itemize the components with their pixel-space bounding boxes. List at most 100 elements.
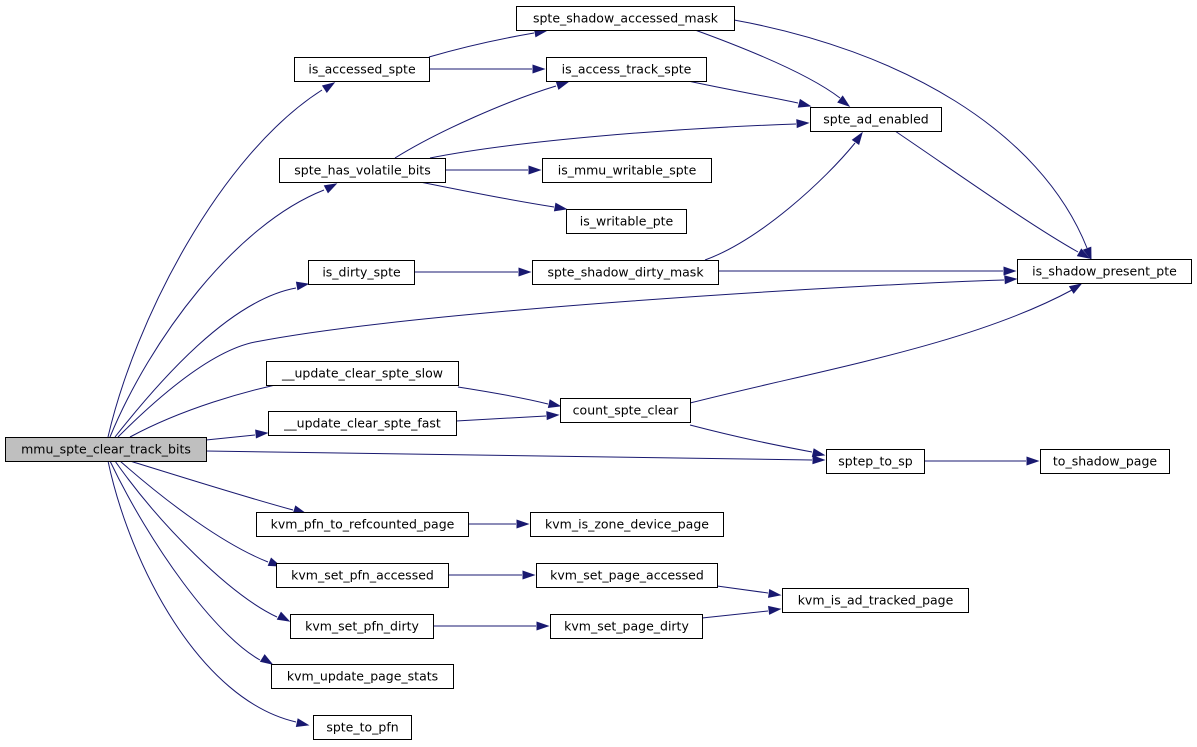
arrowhead [797,98,812,108]
node-is-shadow-present-pte[interactable]: is_shadow_present_pte [1017,259,1192,284]
node-is-access-track-spte[interactable]: is_access_track_spte [546,57,707,82]
node-box[interactable] [516,6,735,31]
edge-line [114,287,297,438]
edge-spte_shadow_dirty_mask-to-spte_ad_enabled [704,131,863,261]
node-box[interactable] [276,563,449,588]
node-box[interactable] [1040,449,1170,474]
node-box[interactable] [566,209,687,234]
node-box[interactable] [530,512,724,537]
node-spte-to-pfn[interactable]: spte_to_pfn [313,715,412,740]
edge-kvm_set_pfn_accessed-to-kvm_set_page_accessed [448,570,536,580]
edge-line [114,460,278,618]
node-kvm-is-ad-tracked-page[interactable]: kvm_is_ad_tracked_page [782,588,969,613]
node-kvm-set-pfn-dirty[interactable]: kvm_set_pfn_dirty [290,614,434,639]
node-kvm-set-pfn-accessed[interactable]: kvm_set_pfn_accessed [276,563,449,588]
node-box[interactable] [256,512,469,537]
node-box[interactable] [271,664,454,689]
arrowhead [259,654,274,665]
node-is-accessed-spte[interactable]: is_accessed_spte [294,57,430,82]
edge-update_clear_spte_fast-to-count_spte_clear [455,411,560,422]
node-label: kvm_is_zone_device_page [545,517,709,532]
edge-line [689,289,1073,404]
node-label: is_writable_pte [580,214,674,229]
arrowhead [532,64,546,74]
node-box[interactable] [5,437,207,462]
node-label: kvm_is_ad_tracked_page [798,593,954,608]
node-spte-shadow-dirty-mask[interactable]: spte_shadow_dirty_mask [532,260,719,285]
node-label: count_spte_clear [573,403,680,418]
arrowhead [547,399,562,409]
edge-line [701,610,769,619]
node-box[interactable] [290,614,434,639]
edge-spte_has_volatile_bits-to-is_mmu_writable_spte [445,165,542,175]
node-kvm-pfn-to-refcounted-page[interactable]: kvm_pfn_to_refcounted_page [256,512,469,537]
node-box[interactable] [313,715,412,740]
node-sptep-to-sp[interactable]: sptep_to_sp [826,449,925,474]
edge-root-to-kvm_set_pfn_dirty [114,460,291,622]
edge-spte_ad_enabled-to-is_shadow_present_pte [894,130,1091,259]
node-box[interactable] [266,361,459,386]
edge-line [455,415,547,422]
arrowhead [767,588,782,598]
edge-line [117,279,1005,438]
edge-line [429,123,797,159]
node-root[interactable]: mmu_spte_clear_track_bits [5,437,207,462]
node-label: mmu_spte_clear_track_bits [21,442,191,457]
node-count-spte-clear[interactable]: count_spte_clear [560,398,691,423]
edge-kvm_pfn_to_refcounted_page-to-kvm_is_zone_device_page [468,519,530,529]
node-box[interactable] [308,260,415,285]
node-box[interactable] [294,57,430,82]
node-label: spte_ad_enabled [823,112,928,127]
node-box[interactable] [782,588,969,613]
node-is-dirty-spte[interactable]: is_dirty_spte [308,260,415,285]
node-box[interactable] [546,57,707,82]
node-kvm-set-page-accessed[interactable]: kvm_set_page_accessed [536,563,718,588]
node-label: kvm_set_pfn_accessed [291,568,434,583]
node-box[interactable] [560,398,691,423]
node-kvm-set-page-dirty[interactable]: kvm_set_page_dirty [550,614,703,639]
arrowhead [546,411,560,421]
node-box[interactable] [1017,259,1192,284]
edge-root-to-is_accessed_spte [107,82,336,438]
edge-spte_has_volatile_bits-to-is_writable_pte [419,181,568,212]
node-update-clear-spte-slow[interactable]: __update_clear_spte_slow [266,361,459,386]
node-box[interactable] [279,158,446,183]
edge-line [109,189,325,438]
node-box[interactable] [532,260,719,285]
edge-line [109,460,261,661]
node-box[interactable] [826,449,925,474]
edge-root-to-is_shadow_present_pte [117,275,1018,438]
arrowhead [255,429,269,439]
arrowhead [1004,275,1018,285]
node-label: __update_clear_spte_slow [281,366,443,381]
arrowhead [555,81,570,90]
node-label: is_accessed_spte [308,62,416,77]
node-box[interactable] [810,107,942,132]
node-kvm-is-zone-device-page[interactable]: kvm_is_zone_device_page [530,512,724,537]
edge-line [419,181,555,208]
node-is-writable-pte[interactable]: is_writable_pte [566,209,687,234]
node-box[interactable] [550,614,703,639]
arrowhead [321,82,336,94]
node-box[interactable] [268,411,457,436]
arrowhead [837,95,851,107]
node-box[interactable] [542,158,712,183]
node-is-mmu-writable-spte[interactable]: is_mmu_writable_spte [542,158,712,183]
node-label: kvm_set_pfn_dirty [305,619,419,634]
nodes: mmu_spte_clear_track_bits spte_shadow_acc… [5,6,1192,740]
node-to-shadow-page[interactable]: to_shadow_page [1040,449,1170,474]
edge-root-to-sptep_to_sp [205,450,826,465]
edge-line [687,80,799,104]
node-label: is_shadow_present_pte [1032,264,1177,279]
node-label: to_shadow_page [1053,454,1157,469]
edge-is_accessed_spte-to-spte_shadow_accessed_mask [428,28,548,58]
node-kvm-update-page-stats[interactable]: kvm_update_page_stats [271,664,454,689]
edge-line [205,450,813,461]
node-spte-has-volatile-bits[interactable]: spte_has_volatile_bits [279,158,446,183]
node-spte-shadow-accessed-mask[interactable]: spte_shadow_accessed_mask [516,6,735,31]
node-update-clear-spte-fast[interactable]: __update_clear_spte_fast [268,411,457,436]
arrowhead [1076,248,1091,259]
node-box[interactable] [536,563,718,588]
arrowhead [522,570,536,580]
node-spte-ad-enabled[interactable]: spte_ad_enabled [810,107,942,132]
